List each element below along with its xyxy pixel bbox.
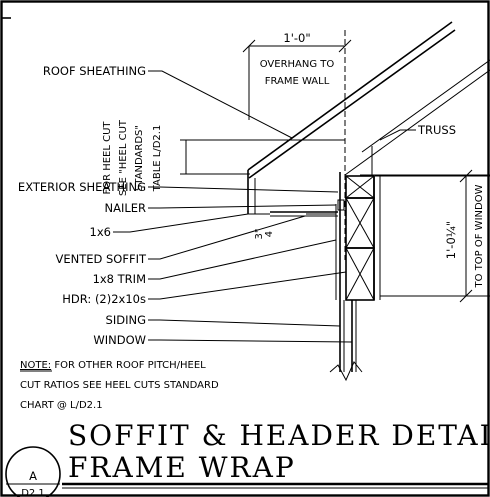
soffit-dimension: 3" 4 — [254, 229, 275, 240]
nailer-leader — [148, 204, 337, 209]
one-by-six-leader — [113, 213, 249, 233]
label-window: WINDOW — [93, 333, 353, 347]
truss-label: TRUSS — [417, 123, 456, 137]
overhang-dimension: 1'-0" OVERHANG TO FRAME WALL — [242, 30, 352, 260]
detail-callout: A D2.1 — [5, 446, 61, 497]
title-block: SOFFIT & HEADER DETAIL FRAME WRAP — [62, 419, 490, 489]
callout-letter: A — [29, 469, 37, 483]
vented-soffit-label: VENTED SOFFIT — [55, 252, 147, 266]
label-truss: TRUSS — [379, 123, 456, 141]
overhang-dim-text: 1'-0" — [283, 31, 310, 45]
nailer-label: NAILER — [104, 201, 146, 215]
roof-sheathing-line — [247, 21, 453, 171]
label-exterior-sheathing: EXTERIOR SHEATHING — [18, 180, 339, 194]
note-line-3: CHART @ L/D2.1 — [20, 400, 103, 411]
dim-tick-right — [338, 39, 352, 53]
rafter-top-line — [248, 29, 456, 179]
header-label: HDR: (2)2x10s — [62, 292, 146, 306]
siding-label: SIDING — [106, 313, 146, 327]
window-label: WINDOW — [93, 333, 146, 347]
title-line-1: SOFFIT & HEADER DETAIL — [68, 419, 490, 452]
label-siding: SIDING — [106, 313, 341, 327]
label-header: HDR: (2)2x10s — [62, 271, 347, 306]
win-tick-bottom — [459, 289, 473, 303]
siding-leader — [148, 319, 341, 327]
dim-tick-left — [242, 39, 256, 53]
trim-leader — [148, 239, 337, 280]
overhang-note-line2: FRAME WALL — [265, 76, 330, 87]
note-block: NOTE: FOR OTHER ROOF PITCH/HEEL CUT RATI… — [20, 360, 219, 411]
top-plate-x2 — [345, 175, 375, 199]
note-line-1-text: FOR OTHER ROOF PITCH/HEEL — [51, 360, 206, 371]
heel-cut-text-2: SEE "HEEL CUT — [118, 119, 129, 196]
break-line — [329, 361, 363, 382]
vented-soffit-leader — [148, 215, 306, 260]
truss-inner-line — [361, 59, 490, 153]
exterior-sheathing-leader — [148, 186, 339, 193]
header-upper-x2 — [345, 197, 375, 249]
heel-cut-dimension: FOR HEEL CUT SEE "HEEL CUT STANDARDS" TA… — [102, 119, 345, 196]
label-roof-sheathing: ROOF SHEATHING — [43, 64, 293, 139]
exterior-sheathing-label: EXTERIOR SHEATHING — [18, 180, 146, 194]
win-tick-top — [459, 169, 473, 183]
heel-cut-text-1: FOR HEEL CUT — [102, 121, 113, 195]
note-line-2: CUT RATIOS SEE HEEL CUTS STANDARD — [20, 380, 219, 391]
note-prefix: NOTE: — [20, 360, 51, 371]
callout-sheet: D2.1 — [21, 488, 45, 497]
roof-sheathing-label: ROOF SHEATHING — [43, 64, 146, 78]
heel-cut-text-4: TABLE L/D2.1 — [152, 125, 163, 193]
header-lower-x2 — [345, 247, 375, 301]
title-line-2: FRAME WRAP — [68, 451, 296, 484]
nailer-block — [337, 199, 345, 211]
truss-leader — [379, 129, 416, 141]
soffit-dim-text-2: 4 — [264, 231, 275, 237]
header-leader — [148, 271, 347, 300]
label-1x6: 1x6 — [90, 213, 249, 239]
wall-assembly — [270, 172, 490, 382]
roof-assembly — [247, 21, 490, 215]
soffit-dim-text: 3" — [254, 229, 265, 240]
one-by-six-label: 1x6 — [90, 225, 111, 239]
label-vented-soffit: VENTED SOFFIT — [55, 215, 306, 266]
to-top-of-window-text: TO TOP OF WINDOW — [474, 184, 485, 288]
label-1x8-trim: 1x8 TRIM — [93, 239, 337, 286]
window-dimension: 1'-0¼" TO TOP OF WINDOW — [380, 169, 490, 303]
trim-label: 1x8 TRIM — [93, 272, 146, 286]
note-line-1: NOTE: FOR OTHER ROOF PITCH/HEEL — [20, 360, 206, 371]
callout-circle — [5, 446, 61, 497]
overhang-note-line1: OVERHANG TO — [260, 59, 335, 70]
heel-cut-text-3: STANDARDS" — [134, 125, 145, 191]
truss-chord-line — [344, 69, 490, 176]
window-dim-text: 1'-0¼" — [444, 221, 458, 259]
roof-sheathing-leader — [148, 70, 293, 139]
label-nailer: NAILER — [104, 201, 337, 215]
window-leader — [148, 339, 353, 343]
